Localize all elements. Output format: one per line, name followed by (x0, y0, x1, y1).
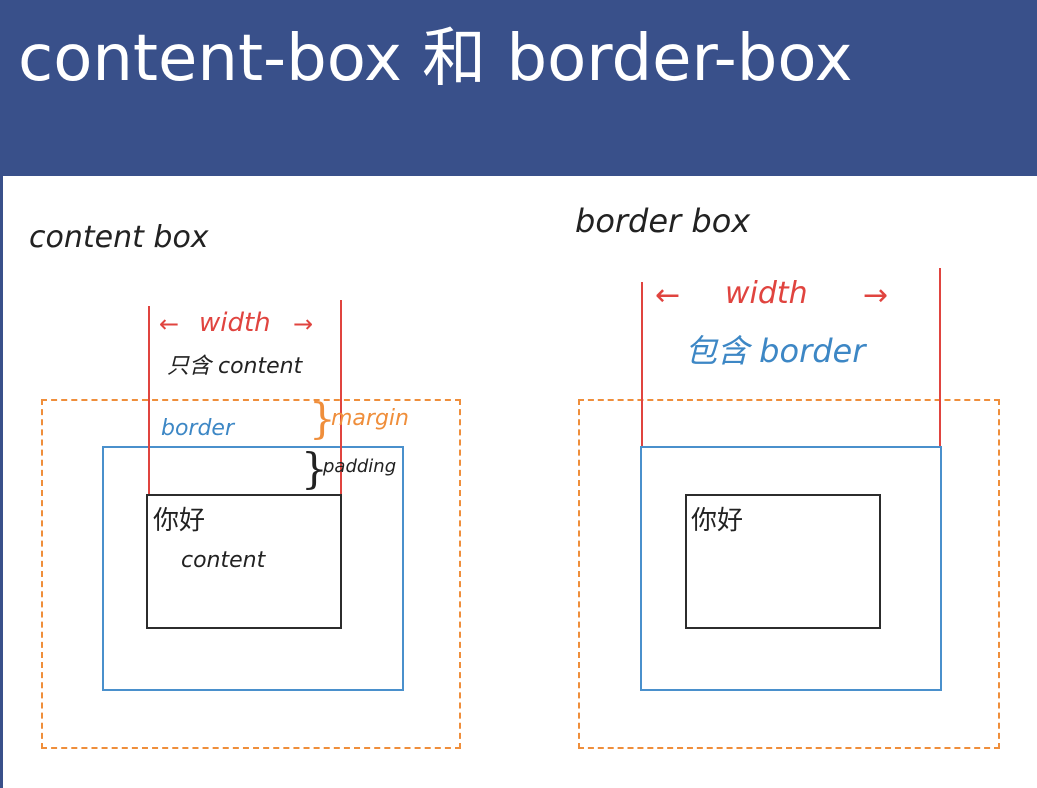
right-margin-box (578, 399, 1000, 749)
left-width-line-right (340, 300, 342, 494)
left-width-arrow-right: → (293, 310, 314, 338)
right-width-arrow-left: ← (655, 278, 681, 313)
left-width-line-left (148, 306, 150, 494)
left-content-label: content (181, 548, 266, 573)
right-width-line-right (939, 268, 941, 446)
left-width-arrow-left: ← (159, 310, 180, 338)
margin-brace: } (309, 394, 336, 443)
border-box-heading: border box (575, 202, 751, 240)
left-margin-label: margin (331, 406, 409, 431)
right-content-box (685, 494, 881, 629)
right-content-text: 你好 (691, 506, 744, 536)
padding-brace: } (301, 444, 328, 493)
left-content-text: 你好 (153, 506, 206, 536)
left-border-box (102, 446, 404, 691)
right-width-arrow-right: → (863, 278, 889, 313)
right-width-note: 包含 border (685, 332, 866, 370)
left-border-label: border (161, 416, 235, 441)
content-box-heading: content box (29, 220, 209, 255)
slide-title: content-box 和 border-box (18, 22, 853, 96)
left-width-note: 只含 content (167, 354, 303, 379)
left-content-box (146, 494, 342, 629)
right-border-box (640, 446, 942, 691)
left-padding-label: padding (323, 456, 397, 477)
right-width-line-left (641, 282, 643, 446)
right-width-label: width (725, 276, 808, 311)
title-bar: content-box 和 border-box (0, 0, 1037, 176)
left-margin-box (41, 399, 461, 749)
left-width-label: width (199, 308, 271, 338)
diagram-canvas: content box ← width → 只含 content border … (3, 176, 1037, 788)
